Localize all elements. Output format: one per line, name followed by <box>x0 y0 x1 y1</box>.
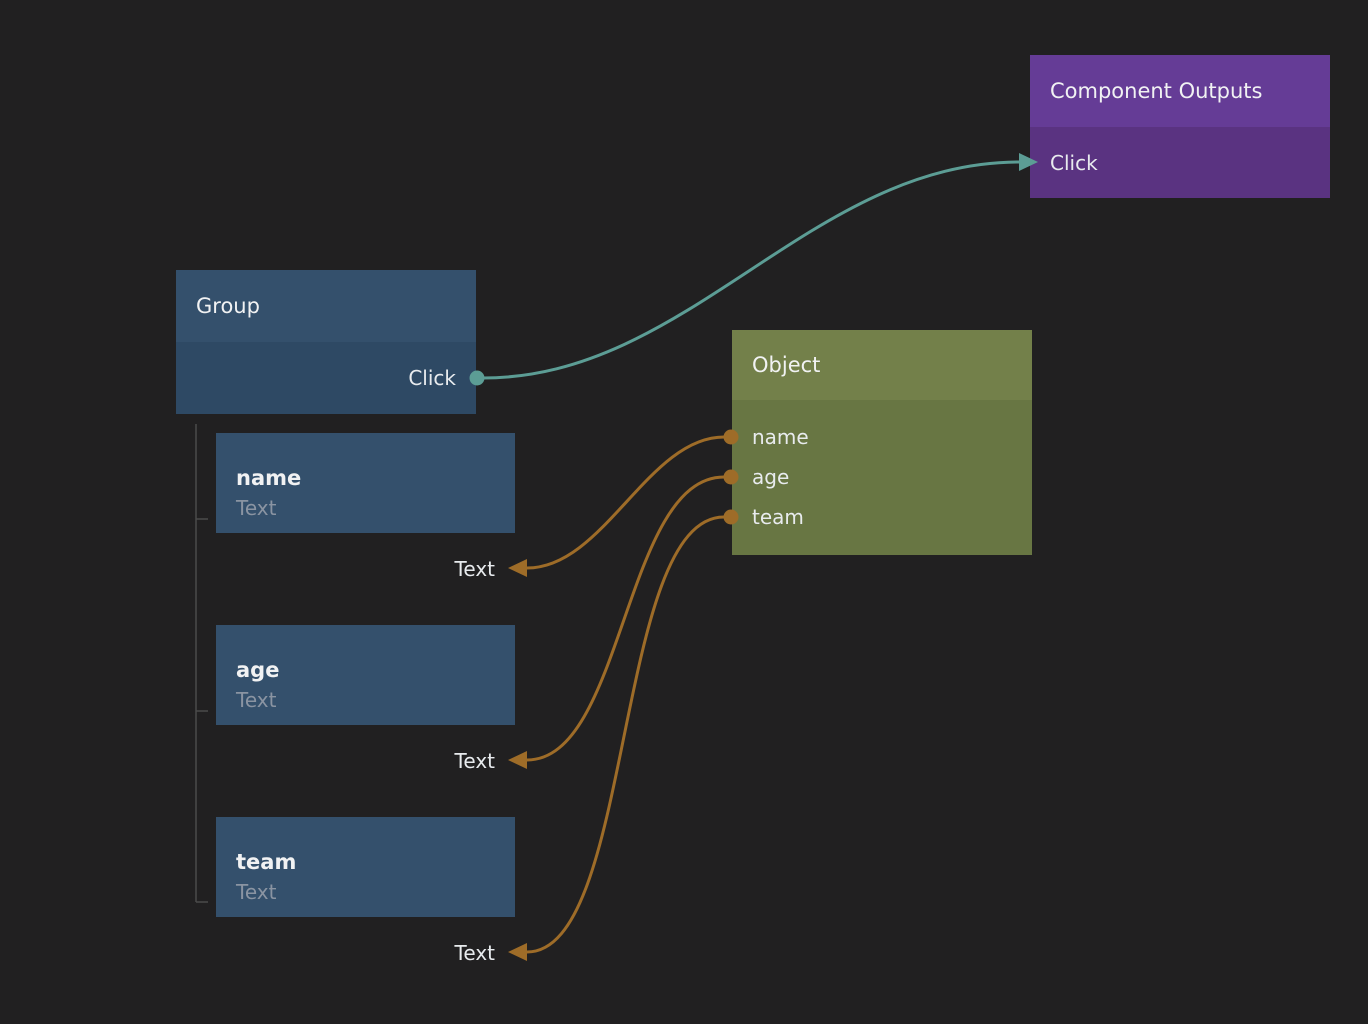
component-outputs-click-input-label: Click <box>1050 150 1098 175</box>
object-name-output-label: name <box>752 425 809 449</box>
age-text-node-type-label: Text <box>236 688 277 712</box>
name-text-input-row[interactable]: Text <box>216 533 515 605</box>
name-text-node-header: name Text <box>216 433 515 533</box>
team-text-input-label: Text <box>454 941 495 965</box>
name-text-input-label: Text <box>454 557 495 581</box>
object-node[interactable]: Object name age team <box>732 330 1032 555</box>
name-text-node[interactable]: name Text Text <box>216 433 515 605</box>
object-node-port-list: name age team <box>732 400 1032 555</box>
object-node-title: Object <box>732 330 1032 400</box>
team-text-node-header: team Text <box>216 817 515 917</box>
object-team-output-label: team <box>752 505 804 529</box>
component-outputs-click-input-row[interactable]: Click <box>1030 127 1330 198</box>
group-click-output-label: Click <box>408 366 456 390</box>
component-outputs-node[interactable]: Component Outputs Click <box>1030 55 1330 198</box>
group-click-output-row[interactable]: Click <box>176 342 476 414</box>
name-text-node-type-label: Text <box>236 496 277 520</box>
object-age-output-row[interactable]: age <box>732 457 1032 497</box>
age-text-node-title: age <box>236 658 280 682</box>
group-node-title: Group <box>176 270 476 342</box>
age-text-node-header: age Text <box>216 625 515 725</box>
data-edge-object-team-to-team[interactable] <box>526 515 725 954</box>
age-text-node[interactable]: age Text Text <box>216 625 515 797</box>
data-edge-object-name-to-name[interactable] <box>526 435 725 570</box>
component-outputs-node-title: Component Outputs <box>1030 55 1330 127</box>
object-team-output-row[interactable]: team <box>732 497 1032 537</box>
name-text-node-title: name <box>236 466 302 490</box>
team-text-node-title: team <box>236 850 297 874</box>
object-name-output-row[interactable]: name <box>732 417 1032 457</box>
data-edge-object-age-to-age[interactable] <box>526 475 725 762</box>
team-text-node[interactable]: team Text Text <box>216 817 515 989</box>
team-text-input-row[interactable]: Text <box>216 917 515 989</box>
age-text-input-label: Text <box>454 749 495 773</box>
team-text-node-type-label: Text <box>236 880 277 904</box>
group-children-tree-line <box>195 424 208 903</box>
group-node[interactable]: Group Click <box>176 270 476 414</box>
age-text-input-row[interactable]: Text <box>216 725 515 797</box>
object-age-output-label: age <box>752 465 790 489</box>
